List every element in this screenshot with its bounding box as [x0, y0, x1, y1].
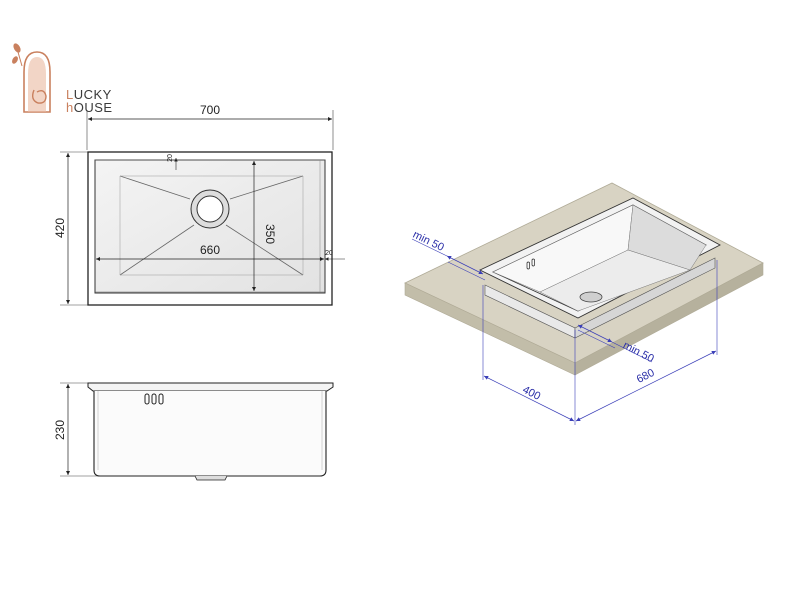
counter-length-label: 680 — [635, 367, 657, 386]
top-flange-label: 20 — [167, 154, 174, 162]
side-flange-label: 20 — [325, 250, 333, 257]
min-left-dimension-line — [446, 255, 484, 275]
inner-depth-label: 350 — [263, 224, 277, 244]
inner-width-label: 660 — [200, 243, 220, 257]
depth-label: 230 — [53, 420, 67, 440]
iso-overflow-slots-icon — [526, 258, 535, 270]
logo-mark-icon — [12, 43, 51, 113]
width-label: 700 — [200, 103, 220, 117]
side-flange-lip — [87, 382, 334, 392]
height-label: 420 — [53, 218, 67, 238]
min-left-label: min 50 — [411, 229, 446, 254]
isometric-view: min 50 min 50 400 680 — [404, 182, 764, 425]
logo-line-2: hOUSE — [66, 100, 113, 115]
top-view: 700 420 20 660 350 — [53, 103, 345, 306]
drain-outlet — [194, 475, 228, 481]
min-front-dimension-line — [577, 324, 613, 343]
side-body-outline — [93, 391, 327, 477]
drain-inner-icon — [196, 195, 224, 223]
logo-line-1: LUCKY — [66, 87, 112, 102]
brand-logo: LUCKY hOUSE — [12, 43, 113, 115]
cabinet-width-dimension-line — [483, 375, 575, 422]
overflow-slots-icon — [144, 393, 164, 405]
cabinet-width-label: 400 — [520, 384, 542, 403]
min-front-label: min 50 — [621, 339, 656, 365]
iso-drain-icon — [579, 291, 603, 303]
side-view: 230 — [53, 382, 334, 481]
counter-length-dimension-line — [575, 350, 717, 422]
